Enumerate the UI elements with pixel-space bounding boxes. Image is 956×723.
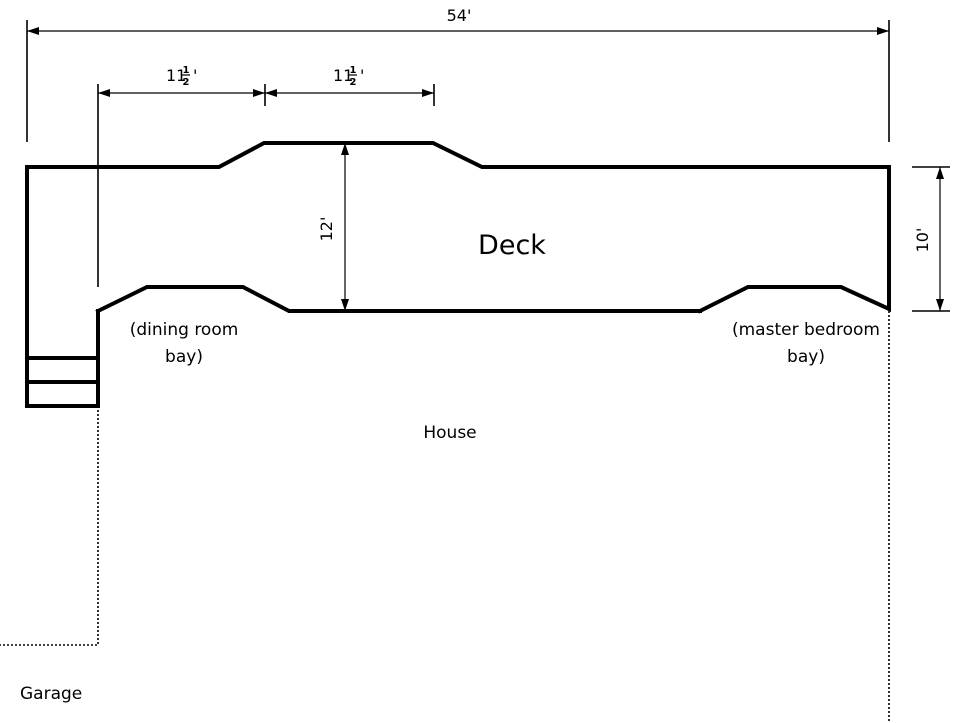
- bay-width-numerator: 1: [350, 65, 357, 76]
- bay-width-tick: ': [193, 66, 197, 85]
- arrowhead-bottom: [936, 299, 944, 311]
- bay-width-label-right: 11 1 2 ': [333, 65, 364, 88]
- overall-width-dimension: 54': [26, 6, 890, 142]
- bay-depth-label: 12': [317, 217, 336, 242]
- bay-width-dimensions: 11 1 2 ' 11 1 2 ': [97, 65, 435, 287]
- bay-depth-dimension: 12': [317, 143, 349, 311]
- house-boundary: [0, 311, 890, 723]
- deck-title: Deck: [478, 230, 546, 261]
- bay-width-tick: ': [360, 66, 364, 85]
- arrowhead: [265, 89, 277, 97]
- bay-width-denominator: 2: [350, 77, 357, 88]
- master-bedroom-bay-label: (master bedroom bay): [732, 320, 880, 367]
- master-bedroom-label-line-1: (master bedroom: [732, 320, 880, 340]
- dining-room-bay-label: (dining room bay): [130, 320, 239, 367]
- garage-boundary-line: [0, 406, 99, 646]
- dining-room-label-line-1: (dining room: [130, 320, 239, 340]
- arrowhead-bottom: [341, 299, 349, 311]
- garage-label: Garage: [20, 684, 82, 704]
- deck-right-edge: [697, 165, 891, 314]
- arrowhead: [422, 89, 434, 97]
- deck-left-edge: [25, 165, 100, 408]
- deck-bottom-edge: [95, 285, 702, 314]
- deck-outline: [25, 141, 891, 408]
- bay-width-denominator: 2: [183, 77, 190, 88]
- arrowhead-top: [341, 143, 349, 155]
- arrowhead-right: [877, 27, 889, 35]
- bay-width-whole: 11: [333, 66, 353, 85]
- deck-depth-dimension: 10': [912, 166, 950, 312]
- arrowhead-top: [936, 167, 944, 179]
- house-label: House: [423, 423, 476, 443]
- deck-top-edge: [25, 141, 891, 169]
- overall-width-label: 54': [447, 6, 472, 25]
- arrowhead: [253, 89, 265, 97]
- deck-depth-label: 10': [913, 228, 932, 253]
- master-bedroom-label-line-2: bay): [787, 347, 825, 367]
- dining-room-label-line-2: bay): [165, 347, 203, 367]
- bay-width-numerator: 1: [183, 65, 190, 76]
- arrowhead: [98, 89, 110, 97]
- bay-width-whole: 11: [166, 66, 186, 85]
- bay-width-label-left: 11 1 2 ': [166, 65, 197, 88]
- arrowhead-left: [27, 27, 39, 35]
